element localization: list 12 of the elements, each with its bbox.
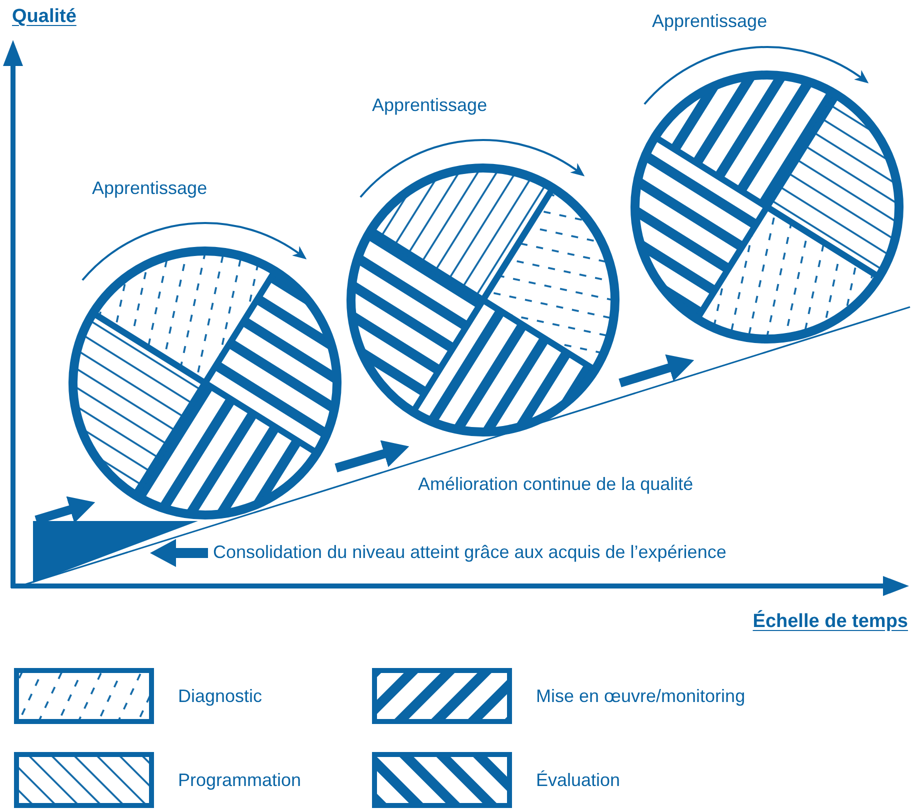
legend-label: Mise en œuvre/monitoring [536, 686, 746, 706]
legend-label: Programmation [178, 770, 302, 790]
wheel-heading: Apprentissage [652, 11, 768, 33]
note-text: Amélioration continue de la qualité [418, 474, 694, 496]
wheel-heading: Apprentissage [92, 178, 208, 200]
arrow [150, 539, 208, 567]
axis-title: Qualité [12, 6, 76, 29]
legend-label: Diagnostic [178, 686, 262, 706]
axis-title: Échelle de temps [752, 611, 908, 634]
legend-label: Évaluation [536, 770, 620, 790]
note-text: Consolidation du niveau atteint grâce aux acquis de l’expérience [213, 542, 726, 564]
wheel-heading: Apprentissage [372, 95, 488, 117]
